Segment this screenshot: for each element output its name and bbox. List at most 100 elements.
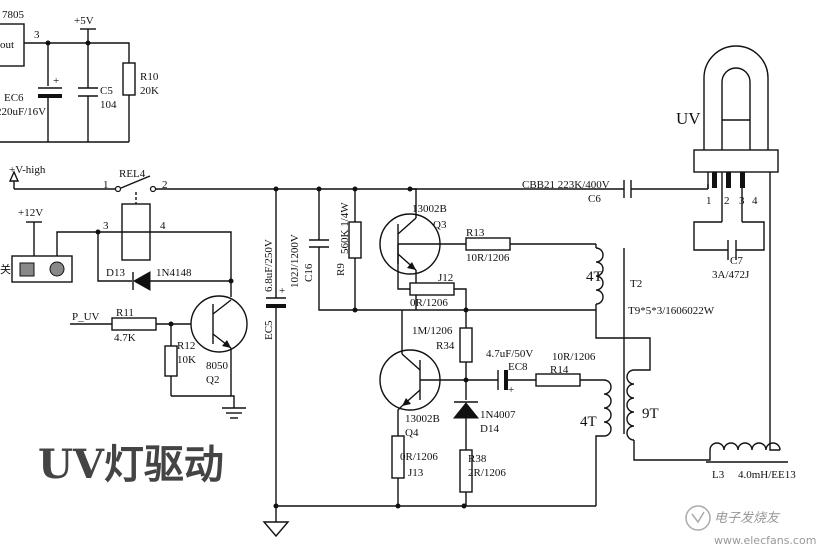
winding-4t-bottom [603,379,612,437]
q3-emitter-arrow [407,262,416,270]
junction [352,307,358,313]
connector-to-coil-wire [56,231,122,256]
diagram-title: UV灯驱动 [38,441,224,488]
q2-label: Q2 [206,374,219,386]
lamp-pin1-label: 1 [706,195,712,207]
watermark: 电子发烧友 www.elecfans.com [685,505,816,547]
lamp-pin3-label: 3 [739,195,745,207]
resistor-j12 [409,282,455,296]
resistor-r13 [465,237,511,251]
j12-right-wire [454,288,467,310]
c7-label: C7 [730,255,743,267]
q2-ground-wire [171,395,235,408]
j12-value: 0R/1206 [410,297,448,309]
v5-label: +5V [74,15,94,27]
r11-value: 4.7K [114,332,136,344]
vhigh-rail: +V-high REL4 1 2 CBB21 223K/400V C6 [8,164,709,205]
ec8-plate-neg [504,370,508,390]
uv-label: UV [676,109,701,128]
lamp-pin-block [712,172,717,188]
junction [461,503,467,509]
d14-value: 1N4007 [480,409,516,421]
r13-label: R13 [466,227,485,239]
winding-4t-top [595,247,604,305]
ec8-value: 4.7uF/50V [486,348,533,360]
relay-driver: +12V 关 3 4 D13 1N4148 P_UV R11 4.7K R12 [0,192,248,419]
ec6-value: 220uF/16V [0,106,46,118]
lamp-base [693,149,779,173]
r14-value: 10R/1206 [552,351,596,363]
q4-emitter-arrow [402,398,411,406]
q4-emitter-wire [397,405,403,436]
t2-label: T2 [630,278,642,290]
regulator-label: 7805 [2,9,25,21]
regulator-out-label: out [0,39,14,51]
inductor-l3: L3 4.0mH/EE13 [706,184,796,481]
ground-rail [262,503,596,538]
watermark-url: www.elecfans.com [714,534,816,547]
lamp-pin2-label: 2 [724,195,730,207]
winding-9t-label: 9T [642,406,659,422]
c6-label: C6 [588,193,601,205]
r10-value: 20K [140,85,159,97]
ec5-group: + 6.8uF/250V EC5 [263,189,286,506]
d14-label: D14 [480,423,499,435]
r9-value: 560K 1/4W [339,202,351,254]
watermark-logo-mark [691,511,705,524]
c16-value: 102J/1200V [289,234,301,288]
j12-left-wire [397,244,410,290]
lamp-pin-block [740,172,745,188]
q3-collector [397,217,417,235]
rel-pin4: 4 [160,220,166,232]
rel-pin2: 2 [162,179,168,191]
q2-emitter-arrow [222,340,231,348]
puv-label: P_UV [72,311,100,323]
r14-label: R14 [550,364,569,376]
lamp-inner-tube [721,67,751,150]
ec5-value: 6.8uF/250V [263,239,275,292]
ec6-plate-neg [38,94,62,98]
vhigh-label: +V-high [9,164,46,176]
l3-to-lamp-wire [769,184,780,451]
r12-label: R12 [177,340,195,352]
c5-value: 104 [100,99,117,111]
resistor-r11 [111,317,157,331]
q4-group: 1M/1206 R34 13002B Q4 0R/1206 J13 1N4007… [379,310,604,506]
ground-triangle [262,521,290,538]
c7-value: 3A/472J [712,269,750,281]
transistor-q2 [190,295,248,353]
coil-to-q2-wire [150,231,232,297]
l3-value: 4.0mH/EE13 [738,469,796,481]
r13-value: 10R/1206 [466,252,510,264]
ec5-label: EC5 [263,320,275,340]
c7-left-wire [693,221,728,251]
q2-collector [212,299,232,315]
winding-9t-top-wire [595,310,651,371]
r38-label: R38 [468,453,487,465]
l3-label: L3 [712,469,725,481]
rel-pin3: 3 [103,220,109,232]
ec8-label: EC8 [508,361,528,373]
q3-collector-wire [410,188,417,218]
v12-label: +12V [18,207,43,219]
relay-contact-1 [114,185,122,193]
j13-label: J13 [408,467,424,479]
q3-type: 13002B [412,203,447,215]
rail-5v-wire [24,42,130,63]
diode-d14 [452,402,480,419]
c6-spec: CBB21 223K/400V [522,179,610,191]
q4-label: Q4 [405,427,419,439]
q3-group: 13002B Q3 J12 0R/1206 R13 10R/1206 [379,188,596,313]
c5-label: C5 [100,85,113,97]
r34-label: R34 [436,340,455,352]
r10-label: R10 [140,71,159,83]
q4-type: 13002B [405,413,440,425]
diode-d13 [132,271,151,291]
winding-9t [626,369,635,441]
c16-wire-bot [318,247,596,311]
ec6-label: EC6 [4,92,24,104]
watermark-logo [685,505,711,531]
ec8-plus: + [508,384,514,396]
q2-type: 8050 [206,360,229,372]
